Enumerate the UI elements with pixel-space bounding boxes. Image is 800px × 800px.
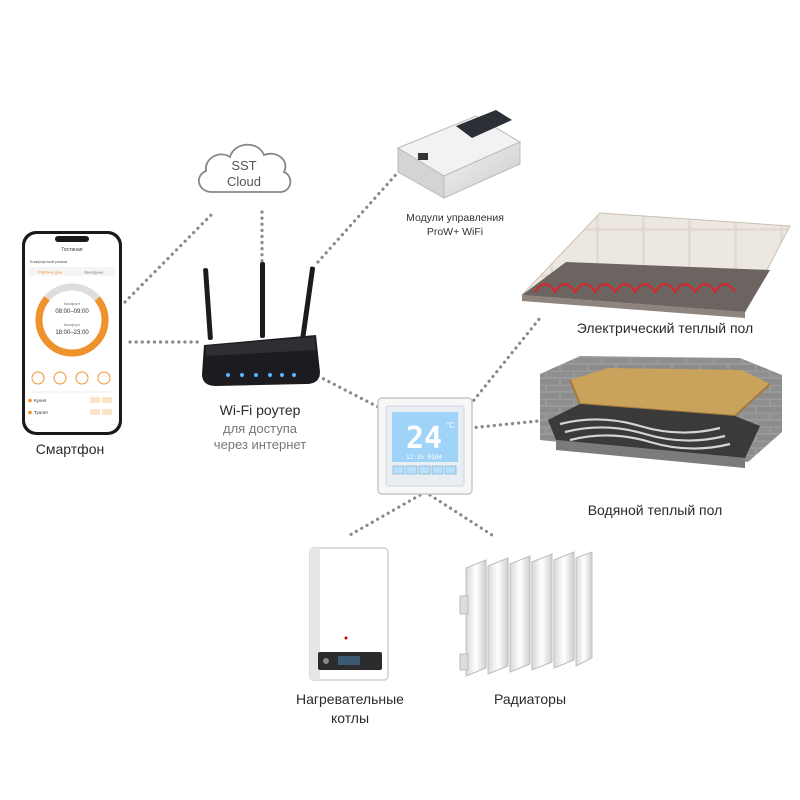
schedule-2-time: 18:00–23:00 — [55, 330, 89, 336]
thermostat-unit: °C — [446, 421, 455, 430]
connector-router-thermostat — [316, 374, 382, 410]
schedule-1-label: Комфорт — [64, 301, 81, 306]
label-smartphone: Смартфон — [35, 441, 105, 457]
connector-thermostat-radiator — [428, 493, 494, 537]
connector-thermostat-boiler — [348, 493, 422, 537]
thermostat-buttons[interactable] — [392, 465, 457, 475]
electric-floor-image — [520, 212, 791, 318]
label-module-2: ProW+ WiFi — [426, 226, 484, 238]
label-water-floor: Водяной теплый пол — [587, 502, 723, 518]
connector-thermostat-electric — [468, 316, 542, 407]
mode-buttons[interactable] — [31, 371, 111, 385]
connector-thermostat-water — [468, 418, 550, 430]
connector-router-module — [316, 168, 402, 264]
sst-cloud-icon: SST Cloud — [198, 143, 292, 193]
thermostat-temperature: 24 — [406, 421, 442, 456]
boiler-image — [309, 547, 389, 681]
thermostat-device: 24 °C 12:35 0104 — [377, 397, 473, 495]
cloud-label-line2: Cloud — [227, 174, 261, 189]
app-mode-label: Комфортный режим — [30, 259, 68, 264]
room-row-1[interactable]: Кухня — [34, 398, 47, 403]
label-boiler-1: Нагревательные — [296, 691, 404, 707]
water-floor-image — [540, 356, 782, 468]
smartphone: Гостиная Комфортный режим Рабочие дни Вы… — [22, 231, 122, 435]
label-electric-floor: Электрический теплый пол — [576, 320, 754, 336]
app-title: Гостиная — [62, 247, 83, 253]
wifi-router — [202, 262, 320, 386]
label-radiators: Радиаторы — [493, 691, 567, 707]
room-row-2[interactable]: Туалет — [34, 410, 48, 415]
label-router-title: Wi-Fi роутер — [219, 402, 301, 418]
connector-phone-cloud — [123, 212, 214, 304]
app-tab-workdays[interactable]: Рабочие дни — [38, 270, 62, 275]
connectors — [123, 168, 550, 537]
label-router-sub-1: для доступа — [222, 421, 297, 436]
router-led-icons — [226, 373, 296, 377]
schedule-2-label: Комфорт — [64, 322, 81, 327]
label-boiler-2: котлы — [330, 710, 370, 726]
cloud-label-line1: SST — [231, 158, 256, 173]
control-module — [396, 110, 522, 199]
thermostat-clock: 12:35 0104 — [406, 454, 443, 461]
schedule-ring — [35, 283, 109, 357]
radiator-image — [459, 551, 593, 677]
label-module-1: Модули управления — [406, 212, 504, 224]
label-router-sub-2: через интернет — [213, 437, 307, 452]
schedule-1-time: 08:00–09:00 — [55, 309, 89, 315]
app-tab-weekend[interactable]: Выходные — [84, 270, 104, 275]
